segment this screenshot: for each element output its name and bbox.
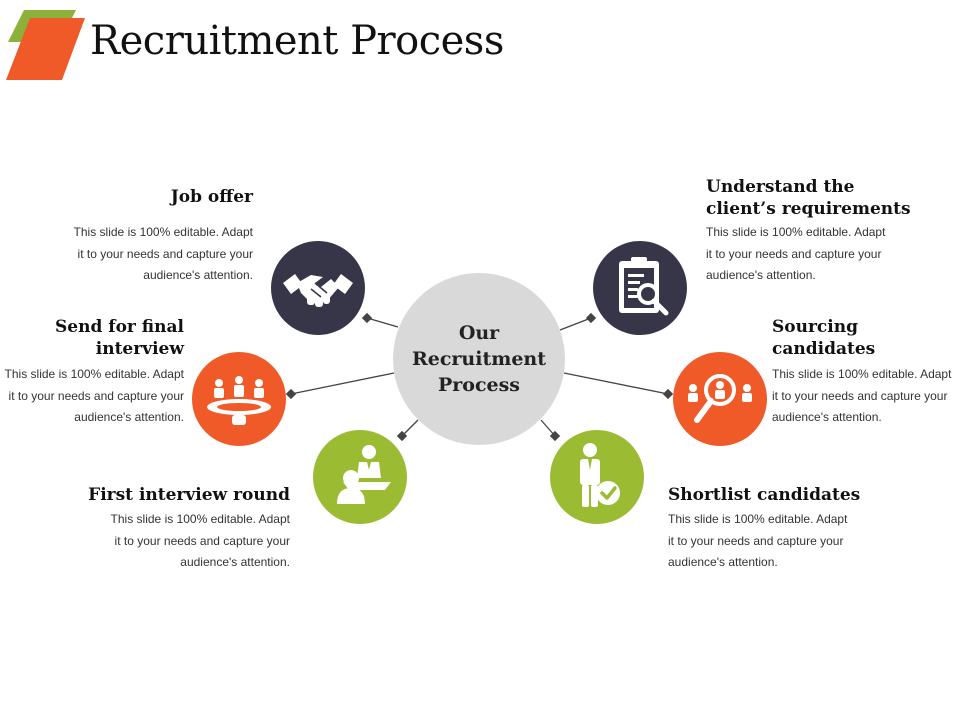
shortlist-candidates-circle (550, 430, 644, 524)
step-text-shortlist-candidates: This slide is 100% editable. Adapt it to… (668, 512, 848, 569)
final-interview-circle (192, 352, 286, 446)
interview-icon (337, 445, 391, 504)
step-text-first-interview: This slide is 100% editable. Adapt it to… (110, 512, 290, 569)
slide-title: Recruitment Process (90, 18, 504, 64)
step-text-job-offer: This slide is 100% editable. Adapt it to… (73, 225, 253, 282)
people-search-icon (688, 374, 752, 423)
step-heading-first-interview: First interview round (88, 485, 290, 505)
step-heading-job-offer: Job offer (170, 187, 253, 207)
client-requirements-circle (593, 241, 687, 335)
step-heading-sourcing-candidates: Sourcing candidates (772, 317, 876, 359)
center-circle: Our Recruitment Process (393, 273, 565, 445)
step-text-client-requirements: This slide is 100% editable. Adapt it to… (706, 225, 886, 282)
step-text-final-interview: This slide is 100% editable. Adapt it to… (4, 367, 184, 424)
step-heading-shortlist-candidates: Shortlist candidates (668, 485, 861, 505)
title-accent-shape (6, 10, 85, 80)
first-interview-circle (313, 430, 407, 524)
job-offer-circle (271, 241, 365, 335)
handshake-icon (283, 274, 353, 307)
center-label: Our Recruitment Process (411, 322, 547, 396)
step-heading-final-interview: Send for final interview (55, 317, 184, 359)
sourcing-candidates-circle (673, 352, 767, 446)
clipboard-search-icon (619, 257, 669, 316)
person-check-icon (580, 443, 620, 507)
step-text-sourcing-candidates: This slide is 100% editable. Adapt it to… (772, 367, 952, 424)
meeting-table-icon (207, 376, 271, 425)
step-heading-client-requirements: Understand the client’s requirements (706, 177, 911, 219)
